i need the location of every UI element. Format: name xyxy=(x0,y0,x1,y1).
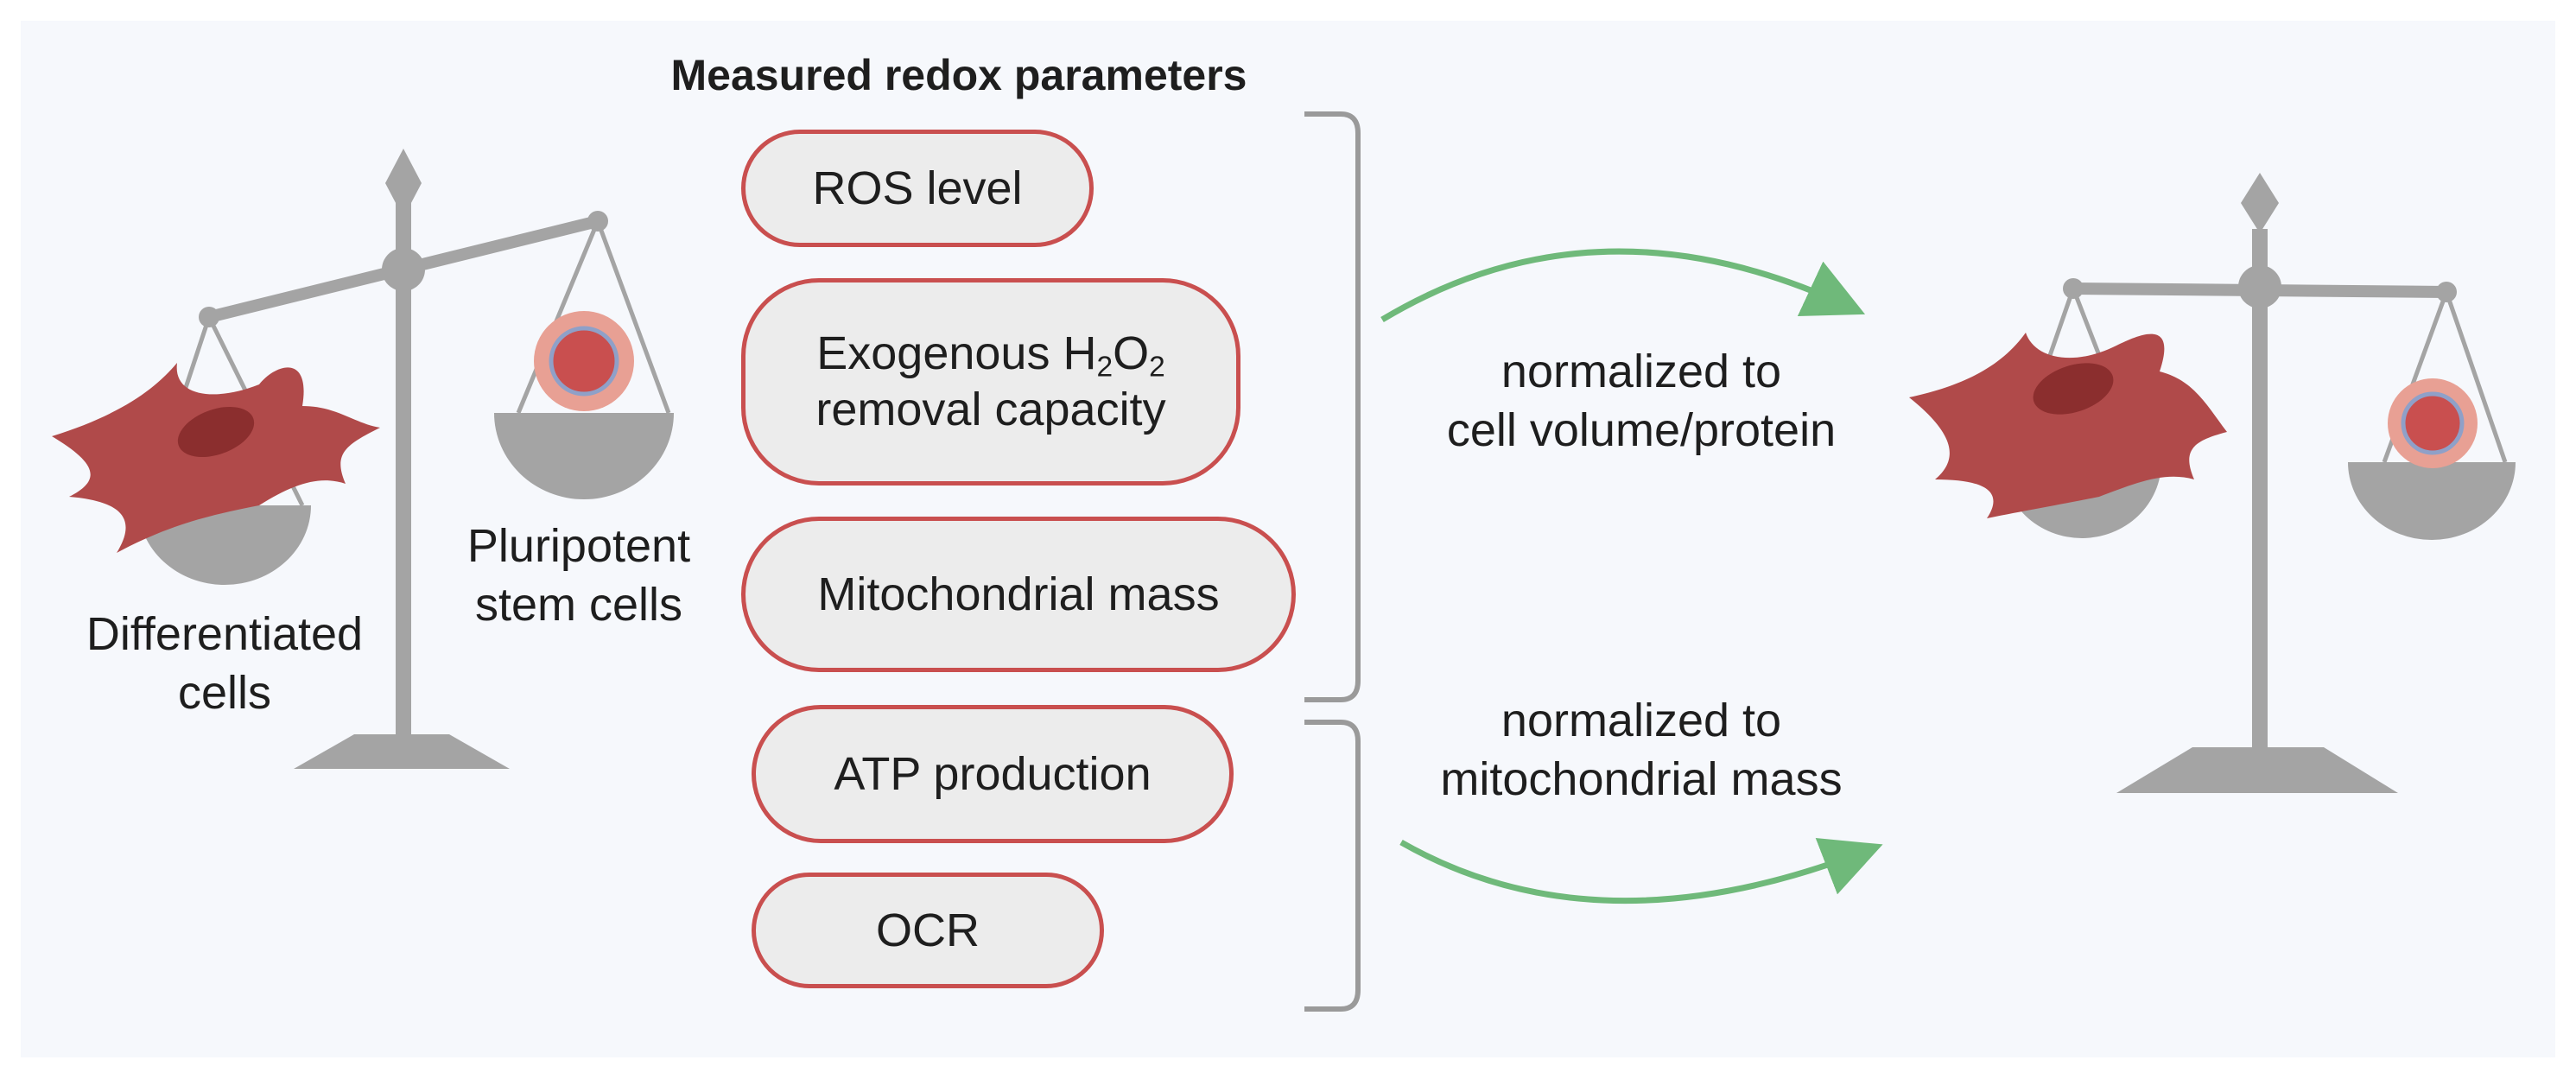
h2o2-subscript-2: 2 xyxy=(1149,351,1165,384)
norm-mito-line1: normalized to xyxy=(1501,695,1782,746)
pill-h2o2-label: Exogenous H2O2 removal capacity xyxy=(815,326,1165,438)
pill-ros-level: ROS level xyxy=(741,130,1094,247)
differentiated-line1: Differentiated xyxy=(86,608,364,660)
pluripotent-cell-icon xyxy=(534,311,634,411)
bracket-lower xyxy=(1304,720,1361,1012)
right-scale-base xyxy=(2116,747,2398,793)
right-scale-pan-pluripotent xyxy=(2348,462,2516,540)
h2o2-subscript-1: 2 xyxy=(1096,351,1114,384)
diagram-background xyxy=(21,21,2555,1057)
h2o2-oxygen: O xyxy=(1113,327,1150,380)
h2o2-line2: removal capacity xyxy=(815,384,1166,435)
pluripotent-cell-icon xyxy=(2388,378,2478,468)
left-scale-pole xyxy=(396,199,411,743)
left-scale-base xyxy=(294,734,510,769)
left-scale-pivot xyxy=(382,248,425,291)
pluripotent-line1: Pluripotent xyxy=(466,520,691,572)
arrow-normalize-mito xyxy=(1399,838,1883,904)
pill-mito-label: Mitochondrial mass xyxy=(817,568,1220,620)
h2o2-line1-prefix: Exogenous H xyxy=(816,327,1097,380)
differentiated-line2: cells xyxy=(177,667,272,720)
right-scale-pole xyxy=(2252,229,2268,756)
left-scale-pan-differentiated xyxy=(138,505,311,585)
left-scale-pan-pluripotent xyxy=(494,413,674,499)
norm-volume-line1: normalized to xyxy=(1501,346,1782,397)
bracket-upper xyxy=(1304,111,1361,702)
pill-atp-production: ATP production xyxy=(752,705,1234,843)
right-scale-pivot xyxy=(2238,265,2281,308)
pill-ocr-label: OCR xyxy=(876,904,980,956)
left-scale-finial xyxy=(385,149,422,218)
right-scale-finial xyxy=(2241,173,2279,233)
label-normalized-mito-mass: normalized to mitochondrial mass xyxy=(1348,691,1935,809)
pill-ros-label: ROS level xyxy=(812,162,1023,214)
label-differentiated-cells: Differentiated cells xyxy=(35,605,415,722)
arrow-normalize-volume xyxy=(1380,248,1866,323)
pill-mitochondrial-mass: Mitochondrial mass xyxy=(741,517,1296,672)
pill-h2o2-capacity: Exogenous H2O2 removal capacity xyxy=(741,278,1240,486)
left-balance-scale xyxy=(138,149,674,769)
norm-mito-line2: mitochondrial mass xyxy=(1440,753,1843,806)
differentiated-cell-icon xyxy=(1909,333,2227,518)
pill-atp-label: ATP production xyxy=(834,747,1152,800)
differentiated-cell-icon xyxy=(52,363,380,553)
pluripotent-line2: stem cells xyxy=(474,579,683,632)
norm-volume-line2: cell volume/protein xyxy=(1446,404,1837,457)
diagram-title: Measured redox parameters xyxy=(670,51,1247,99)
label-pluripotent-stem-cells: Pluripotent stem cells xyxy=(423,517,734,634)
pill-ocr: OCR xyxy=(752,873,1104,988)
label-normalized-cell-volume: normalized to cell volume/protein xyxy=(1348,342,1935,460)
